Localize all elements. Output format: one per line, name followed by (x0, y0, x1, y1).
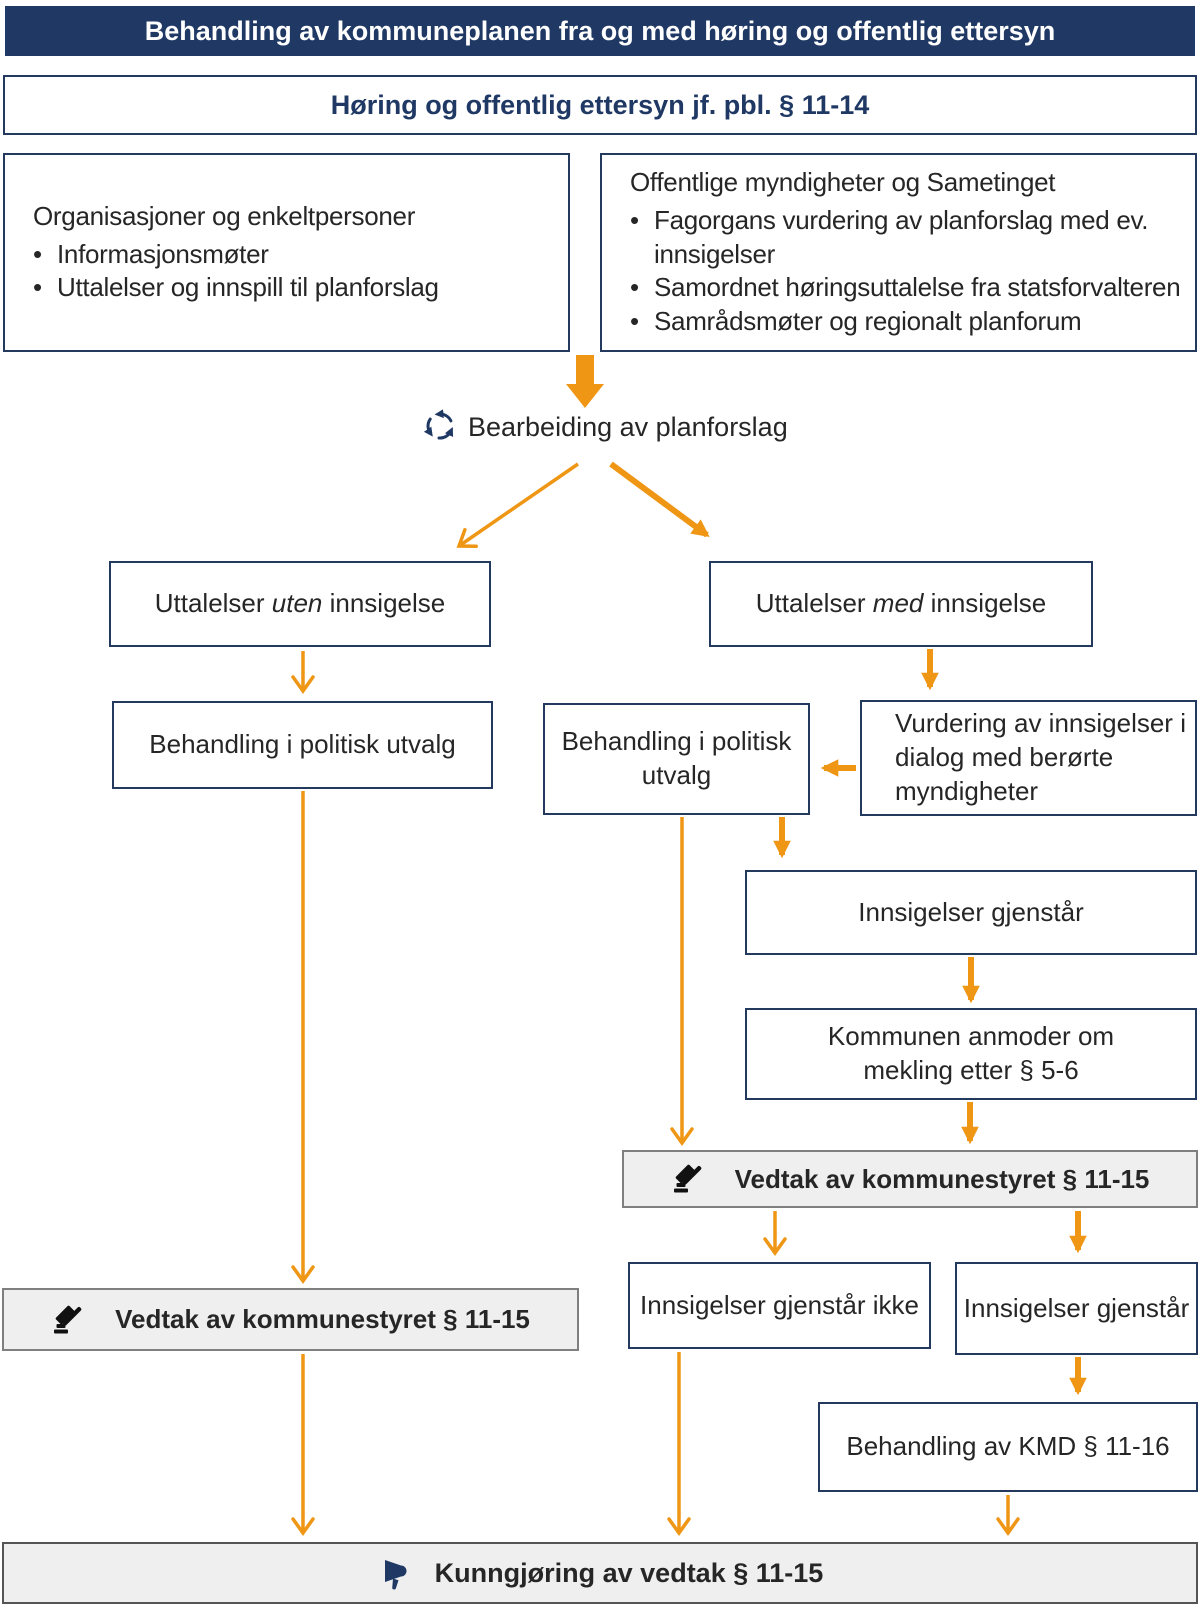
node-kommunen-anmoder-mekling: Kommunen anmoder om mekling etter § 5-6 (745, 1008, 1197, 1100)
node-organisasjoner-title: Organisasjoner og enkeltpersoner (33, 200, 416, 231)
node-offentlige-myndigheter: Offentlige myndigheter og Sametinget Fag… (600, 153, 1197, 352)
node-label-line: Kommunen anmoder om (827, 1021, 1115, 1052)
node-uttalelser-med-label: Uttalelser med innsigelse (755, 588, 1047, 619)
node-kunngjoring: Kunngjøring av vedtak § 11-15 (2, 1542, 1198, 1604)
bullet-item: Fagorgans vurdering av planforslag med e… (654, 204, 1149, 269)
node-organisasjoner-bullets: Informasjonsmøter Uttalelser og innspill… (33, 238, 439, 306)
bullet-item: Informasjonsmøter (57, 238, 269, 269)
node-hoering: Høring og offentlig ettersyn jf. pbl. § … (3, 75, 1197, 135)
node-behandling-kmd: Behandling av KMD § 11-16 (818, 1402, 1198, 1492)
node-behandling-politisk-utvalg-mid: Behandling i politisk utvalg (543, 703, 810, 815)
node-label-line: Behandling i politisk (561, 726, 792, 757)
gavel-icon (51, 1303, 89, 1337)
node-innsigelser-gjenstar-ikke: Innsigelser gjenstår ikke (628, 1262, 931, 1349)
bullet-item: Samordnet høringsuttalelse fra statsforv… (654, 272, 1181, 303)
node-label: Innsigelser gjenstår (858, 896, 1084, 927)
rework-label: Bearbeiding av planforslag (468, 412, 788, 442)
arrow-rework-to-uten (456, 462, 579, 549)
node-label-line: mekling etter § 5-6 (863, 1055, 1079, 1085)
node-label: Vedtak av kommunestyret § 11-15 (734, 1163, 1150, 1194)
node-label: Innsigelser gjenstår ikke (640, 1289, 919, 1320)
arrow-hearing-to-rework (566, 355, 604, 408)
node-label: Vedtak av kommunestyret § 11-15 (115, 1304, 530, 1334)
bullet-item: Uttalelser og innspill til planforslag (57, 272, 439, 303)
node-offentlige-myndigheter-title: Offentlige myndigheter og Sametinget (630, 167, 1056, 197)
bullet-item: Samrådsmøter og regionalt planforum (654, 306, 1082, 337)
diagram-title-bar: Behandling av kommuneplanen fra og med h… (5, 6, 1195, 56)
node-label: Vurdering av innsigelser i dialog med be… (895, 708, 1186, 806)
node-hoering-label: Høring og offentlig ettersyn jf. pbl. § … (330, 89, 870, 120)
gavel-icon (671, 1162, 709, 1196)
node-label: Behandling i politisk utvalg (149, 729, 456, 760)
node-offentlige-myndigheter-bullets: Fagorgans vurdering av planforslag med e… (630, 204, 1187, 339)
arrow-rework-to-med (609, 461, 710, 538)
node-uttalelser-uten-innsigelse: Uttalelser uten innsigelse (109, 561, 491, 647)
node-organisasjoner: Organisasjoner og enkeltpersoner Informa… (3, 153, 570, 352)
node-vedtak-kommunestyret-left: Vedtak av kommunestyret § 11-15 (2, 1288, 579, 1351)
node-innsigelser-gjenstar-2: Innsigelser gjenstår (955, 1262, 1198, 1355)
refresh-cycle-icon (420, 406, 460, 446)
node-label: Behandling av KMD § 11-16 (846, 1431, 1170, 1462)
node-label: Innsigelser gjenstår (963, 1292, 1190, 1323)
node-label: Kunngjøring av vedtak § 11-15 (434, 1557, 824, 1588)
node-behandling-politisk-utvalg-left: Behandling i politisk utvalg (112, 701, 493, 789)
megaphone-icon (377, 1553, 417, 1593)
node-vurdering-innsigelser: Vurdering av innsigelser i dialog med be… (860, 700, 1197, 816)
node-label-line: utvalg (641, 760, 712, 790)
diagram-title: Behandling av kommuneplanen fra og med h… (144, 15, 1056, 46)
node-uttalelser-uten-label: Uttalelser uten innsigelse (154, 588, 446, 619)
node-uttalelser-med-innsigelse: Uttalelser med innsigelse (709, 561, 1093, 647)
node-vedtak-kommunestyret-right: Vedtak av kommunestyret § 11-15 (622, 1150, 1198, 1208)
node-innsigelser-gjenstar: Innsigelser gjenstår (745, 870, 1197, 955)
